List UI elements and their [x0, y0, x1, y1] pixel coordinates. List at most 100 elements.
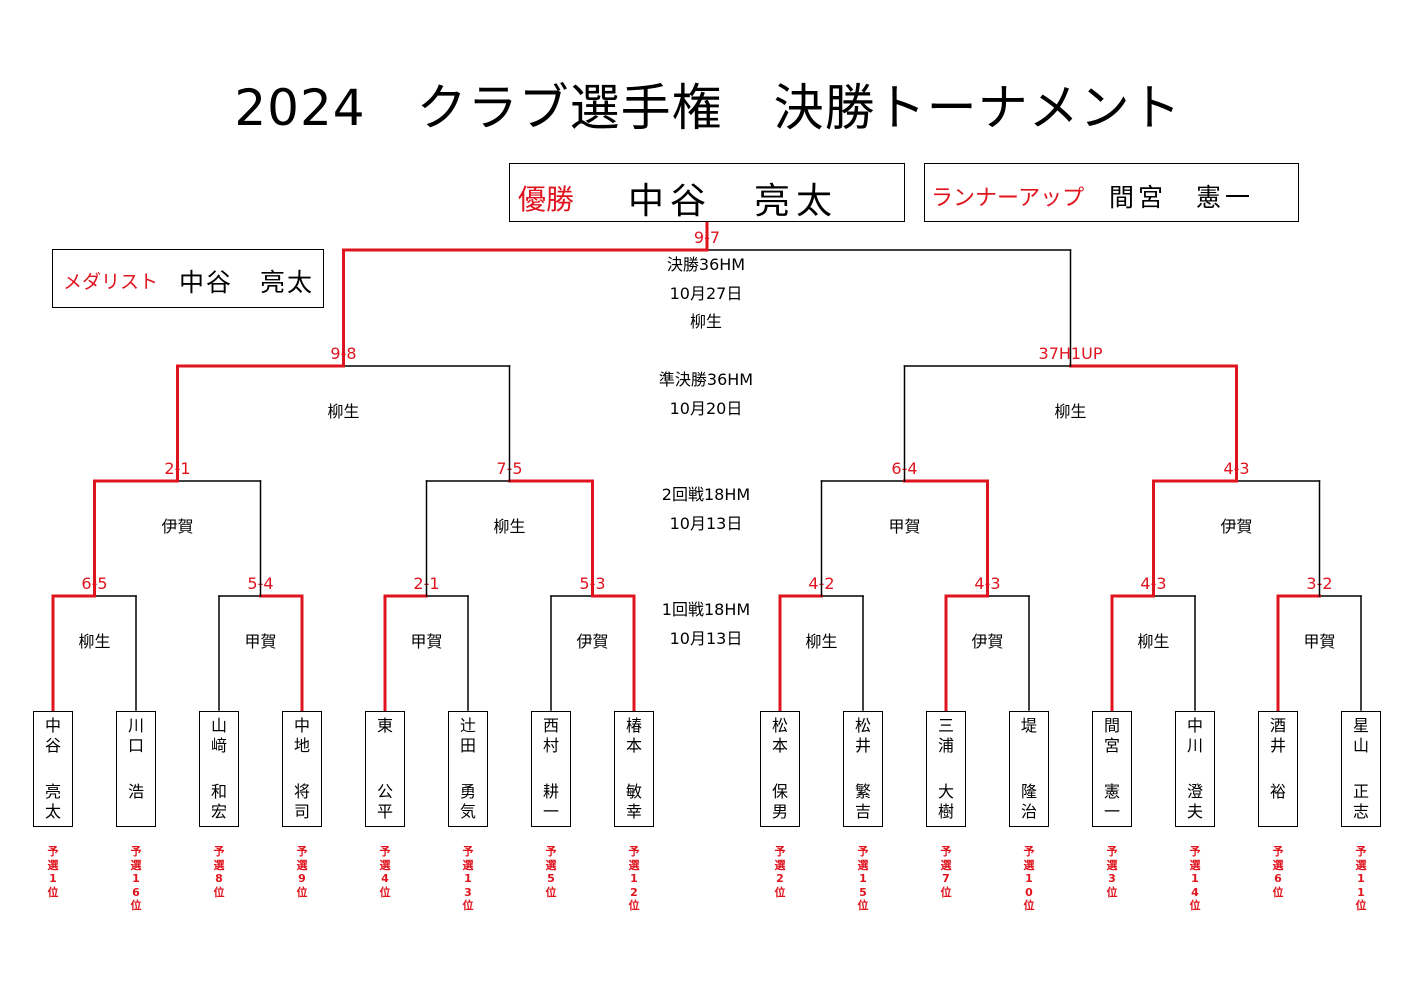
player-first-name: 澄 夫: [1186, 782, 1203, 821]
player-seed: 予 選 1 4 位: [1189, 845, 1201, 913]
final-round-venue: 柳生: [689, 312, 722, 331]
page-title: 2024 クラブ選手権 決勝トーナメント: [234, 79, 1182, 137]
player-seed: 予 選 8 位: [213, 845, 225, 899]
player-seed: 予 選 3 位: [1106, 845, 1118, 899]
player-first-name: 勇 気: [459, 782, 476, 821]
player-first-name: 亮 太: [44, 782, 61, 821]
player-last-name: 三 浦: [937, 716, 954, 755]
player-box: 松 井繁 吉: [843, 711, 883, 827]
player-last-name: 椿 本: [625, 716, 642, 755]
player-first-name: 隆 治: [1020, 782, 1037, 821]
medalist-box: メダリスト 中谷 亮太: [52, 249, 324, 308]
r1-match-7-venue: 柳生: [1137, 632, 1169, 651]
r1-match-6-venue: 伊賀: [971, 632, 1003, 651]
semifinal-round-info: 準決勝36HM 10月20日: [606, 366, 806, 423]
final-round-date: 10月27日: [669, 283, 743, 303]
sf-match-2-venue: 柳生: [1054, 402, 1086, 421]
player-box: 堤隆 治: [1009, 711, 1049, 827]
player-first-name: 耕 一: [542, 782, 559, 821]
r1-match-4-venue: 伊賀: [576, 632, 608, 651]
player-first-name: 正 志: [1352, 782, 1369, 821]
player-seed: 予 選 1 0 位: [1023, 845, 1035, 913]
player-box: 松 本保 男: [760, 711, 800, 827]
r1-match-5-venue: 柳生: [805, 632, 837, 651]
final-round-info: 決勝36HM 10月27日 柳生: [606, 251, 806, 337]
r2-match-4-venue: 伊賀: [1220, 517, 1252, 536]
player-seed: 予 選 7 位: [940, 845, 952, 899]
winner-label: 優勝: [518, 183, 575, 216]
player-seed: 予 選 1 1 位: [1355, 845, 1367, 913]
player-box: 椿 本敏 幸: [614, 711, 654, 827]
player-last-name: 山 﨑: [210, 716, 227, 755]
player-seed: 予 選 1 3 位: [462, 845, 474, 913]
player-last-name: 酒 井: [1269, 716, 1286, 755]
player-seed: 予 選 1 5 位: [857, 845, 869, 913]
player-box: 辻 田勇 気: [448, 711, 488, 827]
player-last-name: 中 地: [293, 716, 310, 755]
round2-date: 10月13日: [669, 513, 743, 533]
semifinal-round-name: 準決勝36HM: [658, 370, 754, 389]
player-first-name: 将 司: [293, 782, 310, 821]
player-box: 中 川澄 夫: [1175, 711, 1215, 827]
player-box: 星 山正 志: [1341, 711, 1381, 827]
player-last-name: 中 川: [1186, 716, 1203, 755]
player-first-name: 裕: [1269, 782, 1286, 801]
round1-date: 10月13日: [669, 628, 743, 648]
player-first-name: 憲 一: [1103, 782, 1120, 821]
player-first-name: 浩: [127, 782, 144, 801]
player-box: 間 宮憲 一: [1092, 711, 1132, 827]
runner-up-name: 間宮 憲一: [1109, 183, 1255, 212]
player-first-name: 公 平: [376, 782, 393, 821]
r2-match-1-venue: 伊賀: [161, 517, 193, 536]
player-first-name: 保 男: [771, 782, 788, 821]
player-seed: 予 選 9 位: [296, 845, 308, 899]
player-last-name: 中 谷: [44, 716, 61, 755]
sf-match-1-venue: 柳生: [327, 402, 359, 421]
player-box: 西 村耕 一: [531, 711, 571, 827]
player-seed: 予 選 5 位: [545, 845, 557, 899]
player-first-name: 大 樹: [937, 782, 954, 821]
player-first-name: 敏 幸: [625, 782, 642, 821]
semifinal-round-date: 10月20日: [669, 398, 743, 418]
player-last-name: 川 口: [127, 716, 144, 755]
player-first-name: 繁 吉: [854, 782, 871, 821]
player-last-name: 星 山: [1352, 716, 1369, 755]
player-seed: 予 選 6 位: [1272, 845, 1284, 899]
winner-name: 中谷 亮太: [628, 181, 839, 222]
r2-match-2-venue: 柳生: [493, 517, 525, 536]
r1-match-2-venue: 甲賀: [244, 632, 276, 651]
player-box: 酒 井裕: [1258, 711, 1298, 827]
player-box: 中 地将 司: [282, 711, 322, 827]
player-box: 東公 平: [365, 711, 405, 827]
player-seed: 予 選 1 位: [47, 845, 59, 899]
r1-match-3-venue: 甲賀: [410, 632, 442, 651]
player-box: 中 谷亮 太: [33, 711, 73, 827]
player-last-name: 東: [376, 716, 393, 735]
player-last-name: 辻 田: [459, 716, 476, 755]
round1-info: 1回戦18HM 10月13日: [606, 596, 806, 653]
player-last-name: 堤: [1020, 716, 1037, 735]
round2-name: 2回戦18HM: [661, 485, 751, 504]
runner-up-label: ランナーアップ: [931, 186, 1085, 211]
player-seed: 予 選 4 位: [379, 845, 391, 899]
round2-info: 2回戦18HM 10月13日: [606, 481, 806, 538]
r2-match-3-venue: 甲賀: [888, 517, 920, 536]
player-seed: 予 選 2 位: [774, 845, 786, 899]
r1-match-1-venue: 柳生: [78, 632, 110, 651]
round1-name: 1回戦18HM: [661, 600, 751, 619]
player-box: 三 浦大 樹: [926, 711, 966, 827]
final-round-name: 決勝36HM: [666, 255, 746, 274]
player-last-name: 間 宮: [1103, 716, 1120, 755]
player-last-name: 松 井: [854, 716, 871, 755]
player-last-name: 西 村: [542, 716, 559, 755]
medalist-name: 中谷 亮太: [179, 268, 315, 297]
r1-match-8-venue: 甲賀: [1303, 632, 1335, 651]
runner-up-box: ランナーアップ 間宮 憲一: [924, 163, 1299, 222]
medalist-label: メダリスト: [63, 271, 159, 293]
player-box: 川 口浩: [116, 711, 156, 827]
player-seed: 予 選 1 2 位: [628, 845, 640, 913]
player-last-name: 松 本: [771, 716, 788, 755]
player-seed: 予 選 1 6 位: [130, 845, 142, 913]
